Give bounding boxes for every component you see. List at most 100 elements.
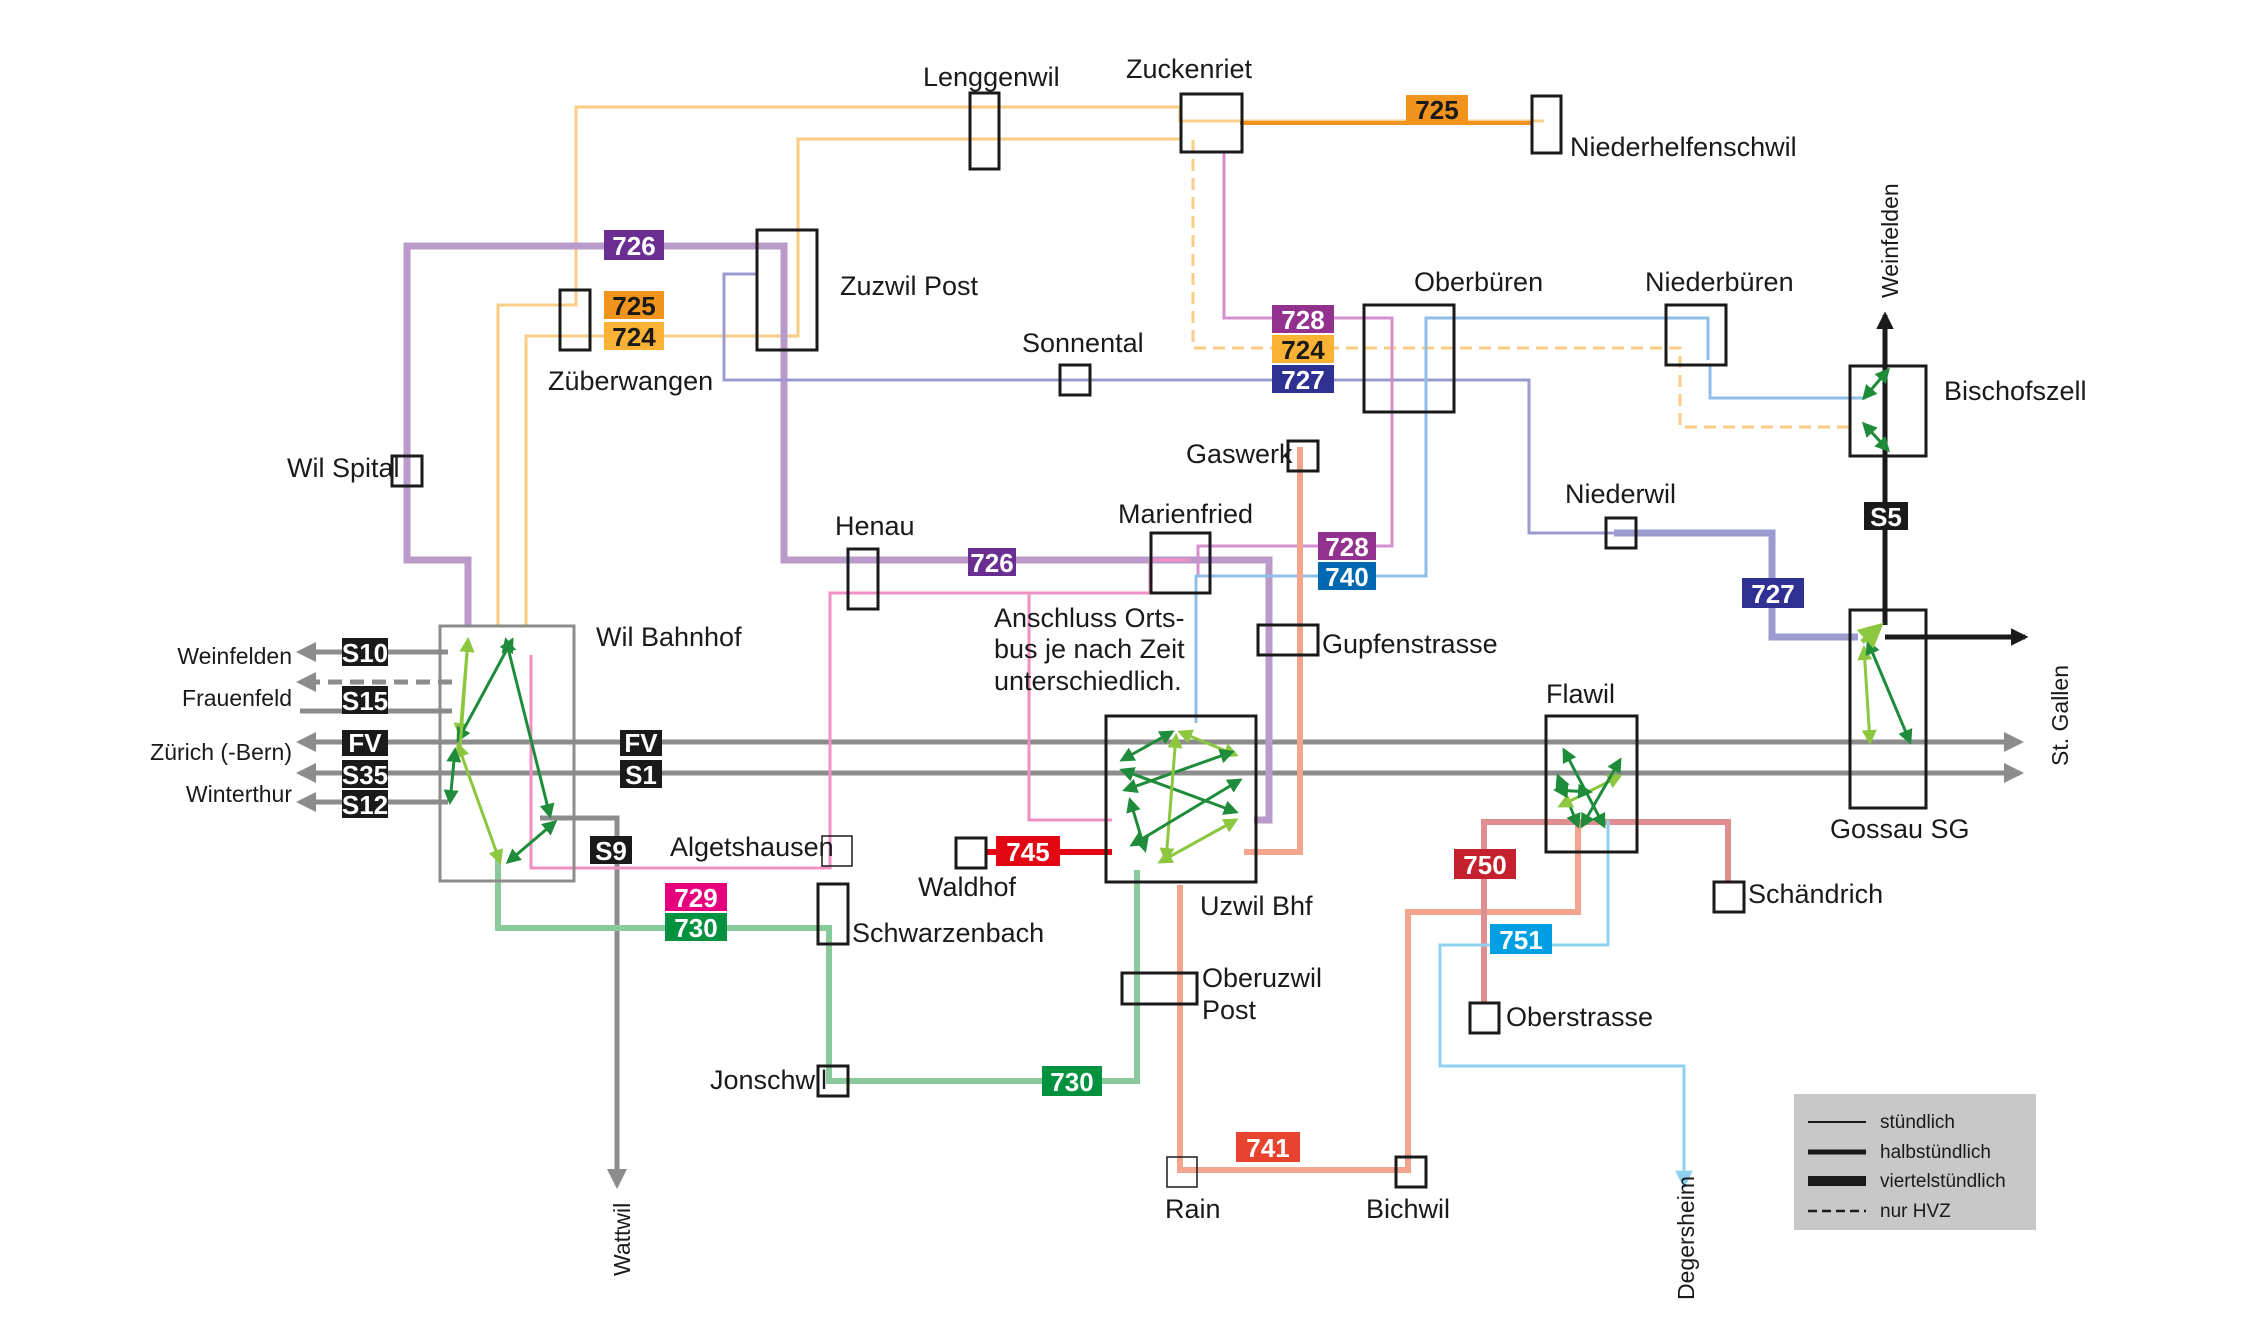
box-lenggenwil[interactable] bbox=[968, 91, 1001, 171]
box-niederhelfenschwil[interactable] bbox=[1530, 94, 1563, 155]
label-jonschwil: Jonschwil bbox=[710, 1065, 827, 1095]
svg-text:S5: S5 bbox=[1870, 502, 1902, 532]
badge-728-mid[interactable]: 728 bbox=[1318, 532, 1376, 562]
badge-s35[interactable]: S35 bbox=[342, 760, 388, 790]
badge-729[interactable]: 729 bbox=[665, 883, 727, 913]
badge-726-top[interactable]: 726 bbox=[604, 230, 664, 261]
box-zuzwil-post[interactable] bbox=[755, 228, 819, 352]
box-sonnental[interactable] bbox=[1058, 363, 1092, 397]
double-arrow-icon bbox=[1861, 421, 1891, 453]
label-rain: Rain bbox=[1165, 1194, 1221, 1224]
svg-text:S1: S1 bbox=[625, 760, 657, 790]
box-waldhof[interactable] bbox=[954, 836, 988, 870]
badge-s9[interactable]: S9 bbox=[590, 836, 632, 866]
box-oberstrasse[interactable] bbox=[1468, 1001, 1501, 1035]
label-sonnental: Sonnental bbox=[1022, 328, 1144, 358]
box-niederwil[interactable] bbox=[1604, 516, 1638, 550]
label-waldhof: Waldhof bbox=[918, 872, 1017, 902]
badge-s15[interactable]: S15 bbox=[342, 686, 388, 716]
badge-fv-left[interactable]: FV bbox=[342, 728, 388, 758]
svg-text:unterschiedlich.: unterschiedlich. bbox=[994, 666, 1182, 696]
badge-s1[interactable]: S1 bbox=[620, 760, 662, 790]
badge-fv-mid[interactable]: FV bbox=[620, 728, 662, 758]
badge-725-top[interactable]: 725 bbox=[1406, 95, 1468, 125]
box-uzwil-bhf[interactable] bbox=[1104, 714, 1258, 884]
badge-728-top[interactable]: 728 bbox=[1272, 305, 1334, 335]
box-wil-spital[interactable] bbox=[390, 454, 424, 488]
svg-text:bus je nach Zeit: bus je nach Zeit bbox=[994, 634, 1185, 664]
line-730 bbox=[495, 855, 1140, 1084]
box-bischofszell[interactable] bbox=[1848, 364, 1928, 458]
badge-724-right[interactable]: 724 bbox=[1272, 335, 1334, 365]
label-zuzwil-post: Zuzwil Post bbox=[840, 271, 979, 301]
label-oberburen: Oberbüren bbox=[1414, 267, 1543, 297]
box-zuberwangen[interactable] bbox=[558, 288, 592, 352]
svg-text:745: 745 bbox=[1006, 837, 1049, 867]
badge-724-mid[interactable]: 724 bbox=[604, 322, 664, 352]
label-lenggenwil: Lenggenwil bbox=[923, 62, 1060, 92]
badge-725-mid[interactable]: 725 bbox=[604, 291, 664, 321]
svg-text:750: 750 bbox=[1463, 850, 1506, 880]
label-oberuzwil: Oberuzwil bbox=[1202, 963, 1322, 993]
label-zuckenriet: Zuckenriet bbox=[1126, 54, 1253, 84]
badge-730-top[interactable]: 730 bbox=[665, 913, 727, 943]
double-arrow-icon bbox=[505, 820, 558, 864]
svg-text:S10: S10 bbox=[342, 638, 388, 668]
badge-730-bottom[interactable]: 730 bbox=[1042, 1066, 1102, 1097]
badge-741[interactable]: 741 bbox=[1236, 1132, 1300, 1163]
label-gaswerk: Gaswerk bbox=[1186, 439, 1293, 469]
svg-text:FV: FV bbox=[624, 728, 658, 758]
double-arrow-icon bbox=[1856, 622, 1884, 649]
badge-s5[interactable]: S5 bbox=[1864, 502, 1908, 532]
label-oberstrasse: Oberstrasse bbox=[1506, 1002, 1653, 1032]
svg-text:725: 725 bbox=[612, 291, 655, 321]
label-zuberwangen: Züberwangen bbox=[548, 366, 713, 396]
box-marienfried[interactable] bbox=[1149, 531, 1212, 595]
line-728 bbox=[1196, 153, 1394, 575]
dest-frauenfeld: Frauenfeld bbox=[182, 685, 292, 711]
badge-740[interactable]: 740 bbox=[1318, 562, 1376, 592]
double-arrow-icon bbox=[1129, 778, 1243, 847]
badge-727-right[interactable]: 727 bbox=[1742, 578, 1804, 609]
svg-text:726: 726 bbox=[970, 548, 1013, 578]
badge-751[interactable]: 751 bbox=[1490, 924, 1552, 955]
box-jonschwil[interactable] bbox=[816, 1064, 850, 1098]
box-henau[interactable] bbox=[846, 547, 880, 611]
dest-wattwil: Wattwil bbox=[609, 1203, 635, 1276]
double-arrow-icon bbox=[458, 637, 475, 751]
box-schwarzenbach[interactable] bbox=[816, 882, 850, 946]
box-gaswerk[interactable] bbox=[1286, 439, 1320, 473]
double-arrow-icon bbox=[1553, 783, 1593, 799]
badge-750[interactable]: 750 bbox=[1454, 849, 1516, 880]
box-algetshausen[interactable] bbox=[821, 835, 853, 867]
box-gupfenstrasse[interactable] bbox=[1256, 623, 1320, 657]
box-gossau[interactable] bbox=[1848, 608, 1928, 810]
label-wil-spital: Wil Spital bbox=[287, 453, 400, 483]
box-bichwil[interactable] bbox=[1394, 1155, 1428, 1189]
line-729-uzwil bbox=[1027, 593, 1112, 822]
label-algetshausen: Algetshausen bbox=[670, 832, 834, 862]
rail-s9 bbox=[540, 815, 627, 1189]
label-henau: Henau bbox=[835, 511, 915, 541]
badge-727-top[interactable]: 727 bbox=[1272, 365, 1334, 395]
line-751 bbox=[1438, 820, 1693, 1189]
box-oberburen[interactable] bbox=[1362, 303, 1456, 414]
line-740-bischofszell bbox=[1708, 366, 1866, 400]
svg-text:726: 726 bbox=[612, 231, 655, 261]
badge-726-mid[interactable]: 726 bbox=[968, 548, 1016, 578]
box-wil-bahnhof[interactable] bbox=[438, 624, 576, 883]
badge-745[interactable]: 745 bbox=[996, 836, 1060, 867]
destination-labels: Weinfelden Frauenfeld Zürich (-Bern) Win… bbox=[150, 183, 2073, 1300]
svg-text:Anschluss Orts-: Anschluss Orts- bbox=[994, 603, 1185, 633]
box-niederburen[interactable] bbox=[1664, 303, 1728, 367]
box-oberuzwil-post[interactable] bbox=[1120, 971, 1199, 1006]
box-flawil[interactable] bbox=[1544, 714, 1639, 854]
label-wil-bahnhof: Wil Bahnhof bbox=[596, 622, 742, 652]
badge-s10[interactable]: S10 bbox=[342, 638, 388, 668]
badge-s12[interactable]: S12 bbox=[342, 790, 388, 820]
box-zuckenriet[interactable] bbox=[1179, 92, 1244, 154]
box-rain[interactable] bbox=[1166, 1156, 1198, 1188]
box-schandrich[interactable] bbox=[1712, 880, 1746, 914]
line-740 bbox=[1194, 316, 1710, 723]
